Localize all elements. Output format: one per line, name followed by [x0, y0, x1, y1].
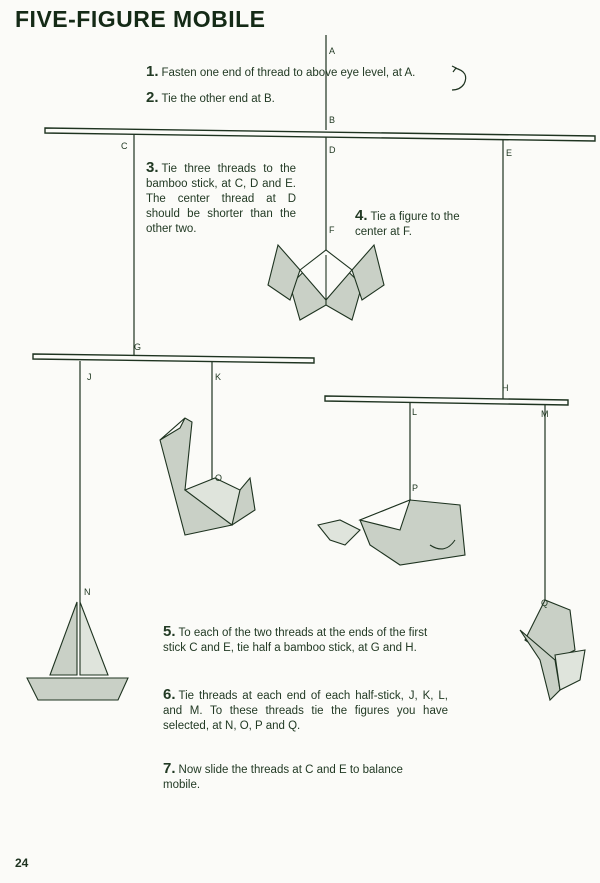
- figure-whale-p: [317, 499, 466, 566]
- label-o: O: [215, 473, 223, 483]
- label-e: E: [506, 148, 513, 158]
- half-stick-g: [32, 353, 315, 364]
- step-number: 2.: [146, 89, 159, 106]
- step-2: 2.Tie the other end at B.: [146, 90, 346, 107]
- step-number: 6.: [163, 686, 176, 703]
- figure-bird-q: [519, 599, 586, 702]
- label-n: N: [84, 587, 91, 597]
- step-text: Tie three threads to the bamboo stick, a…: [146, 163, 296, 235]
- step-1: 1.Fasten one end of thread to above eye …: [146, 64, 466, 81]
- label-p: P: [412, 483, 419, 493]
- step-number: 7.: [163, 760, 176, 777]
- step-number: 4.: [355, 207, 368, 224]
- step-text: To each of the two threads at the ends o…: [163, 627, 428, 654]
- step-text: Now slide the threads at C and E to bala…: [163, 764, 403, 791]
- label-k: K: [215, 372, 222, 382]
- step-text: Tie the other end at B.: [161, 93, 275, 105]
- figure-swan-o: [159, 417, 256, 536]
- main-bamboo-stick: [44, 127, 596, 142]
- label-d: D: [329, 145, 336, 155]
- label-a: A: [329, 46, 336, 56]
- step-3: 3.Tie three threads to the bamboo stick,…: [146, 160, 296, 237]
- page-title: FIVE-FIGURE MOBILE: [15, 6, 266, 32]
- label-f: F: [329, 225, 335, 235]
- label-q: Q: [541, 598, 549, 608]
- step-7: 7.Now slide the threads at C and E to ba…: [163, 761, 423, 793]
- step-6: 6.Tie threads at each end of each half-s…: [163, 687, 448, 734]
- step-5: 5.To each of the two threads at the ends…: [163, 624, 453, 656]
- page-number: 24: [15, 856, 29, 870]
- step-text: Fasten one end of thread to above eye le…: [161, 67, 416, 79]
- step-text: Tie a figure to the center at F.: [355, 211, 460, 238]
- figure-sailboat-n: [26, 601, 129, 701]
- label-m: M: [541, 409, 549, 419]
- label-j: J: [87, 372, 92, 382]
- label-h: H: [502, 383, 509, 393]
- curved-arrow-icon: [451, 67, 467, 91]
- label-g: G: [134, 342, 142, 352]
- step-4: 4.Tie a figure to the center at F.: [355, 208, 485, 240]
- step-text: Tie threads at each end of each half-sti…: [163, 690, 448, 732]
- half-stick-h: [324, 395, 569, 406]
- label-b: B: [329, 115, 336, 125]
- figure-crown-f: [267, 243, 385, 321]
- step-number: 1.: [146, 63, 159, 80]
- label-l: L: [412, 407, 418, 417]
- label-c: C: [121, 141, 128, 151]
- step-number: 3.: [146, 159, 159, 176]
- step-number: 5.: [163, 623, 176, 640]
